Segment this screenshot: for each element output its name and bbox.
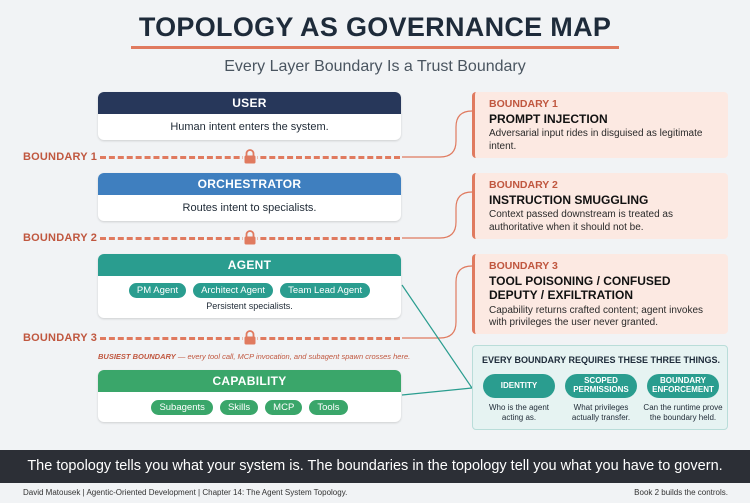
agent-pill-team-lead: Team Lead Agent — [280, 283, 371, 298]
layer-agent: AGENT PM Agent Architect Agent Team Lead… — [98, 254, 401, 318]
boundary-card-2-name: INSTRUCTION SMUGGLING — [489, 193, 649, 207]
requirement-boundary-enforcement-desc: Can the runtime prove the boundary held. — [643, 403, 723, 422]
page-title: TOPOLOGY AS GOVERNANCE MAP — [138, 12, 612, 42]
credit-right: Book 2 builds the controls. — [634, 488, 728, 497]
connector-capability-req — [401, 387, 473, 396]
connector-agent-req — [401, 284, 473, 389]
layer-orchestrator-header: ORCHESTRATOR — [98, 173, 401, 195]
capability-pill-skills: Skills — [219, 400, 259, 415]
requirements-panel: EVERY BOUNDARY REQUIRES THESE THREE THIN… — [472, 345, 728, 430]
layer-agent-header: AGENT — [98, 254, 401, 276]
capability-pill-tools: Tools — [309, 400, 348, 415]
requirement-scoped-permissions: SCOPED PERMISSIONS — [565, 374, 637, 398]
boundary-card-1-num: BOUNDARY 1 — [489, 98, 558, 110]
boundary-card-1-desc: Adversarial input rides in disguised as … — [489, 128, 703, 152]
boundary-card-3-desc: Capability returns crafted content; agen… — [489, 304, 704, 329]
credit-line: David Matousek | Agentic-Oriented Develo… — [23, 488, 348, 497]
lock-icon — [243, 230, 257, 245]
page-subtitle: Every Layer Boundary Is a Trust Boundary — [224, 58, 526, 75]
boundary-card-1: BOUNDARY 1 PROMPT INJECTION Adversarial … — [472, 92, 728, 158]
requirement-scoped-permissions-desc: What privileges actually transfer. — [571, 403, 631, 422]
layer-capability: CAPABILITY Subagents Skills MCP Tools — [98, 370, 401, 422]
connector-boundary-1 — [402, 110, 473, 158]
lock-icon — [243, 330, 257, 345]
agent-pill-architect: Architect Agent — [193, 283, 274, 298]
boundary-card-3-num: BOUNDARY 3 — [489, 260, 558, 272]
boundary-card-3-name: TOOL POISONING / CONFUSED DEPUTY / EXFIL… — [489, 274, 671, 303]
boundary-card-2: BOUNDARY 2 INSTRUCTION SMUGGLING Context… — [472, 173, 728, 239]
boundary-card-1-name: PROMPT INJECTION — [489, 112, 608, 126]
requirement-identity-desc: Who is the agent acting as. — [488, 403, 550, 422]
layer-agent-desc: Persistent specialists. — [206, 301, 293, 311]
layer-user: USER Human intent enters the system. — [98, 92, 401, 140]
capability-pill-mcp: MCP — [265, 400, 303, 415]
busiest-boundary-label: BUSIEST BOUNDARY — [98, 352, 176, 361]
boundary-card-2-num: BOUNDARY 2 — [489, 179, 558, 191]
layer-capability-header: CAPABILITY — [98, 370, 401, 392]
boundary-3-label: BOUNDARY 3 — [23, 332, 98, 344]
layer-agent-pills: PM Agent Architect Agent Team Lead Agent — [98, 276, 401, 298]
boundary-card-3: BOUNDARY 3 TOOL POISONING / CONFUSED DEP… — [472, 254, 728, 334]
busiest-boundary-detail: — every tool call, MCP invocation, and s… — [175, 352, 411, 361]
title-underline — [131, 46, 619, 49]
footer-band — [0, 450, 750, 483]
layer-capability-pills: Subagents Skills MCP Tools — [98, 392, 401, 415]
requirement-identity: IDENTITY — [483, 374, 555, 398]
boundary-card-2-desc: Context passed downstream is treated as … — [489, 209, 673, 233]
footer-tagline: The topology tells you what your system … — [27, 458, 723, 474]
agent-pill-pm: PM Agent — [128, 283, 187, 298]
requirement-boundary-enforcement: BOUNDARY ENFORCEMENT — [647, 374, 719, 398]
capability-pill-subagents: Subagents — [151, 400, 213, 415]
boundary-2-label: BOUNDARY 2 — [23, 232, 98, 244]
layer-user-header: USER — [98, 92, 401, 114]
connector-boundary-3 — [402, 265, 473, 339]
lock-icon — [243, 149, 257, 164]
connector-boundary-2 — [402, 191, 473, 239]
boundary-1-label: BOUNDARY 1 — [23, 151, 98, 163]
requirements-title: EVERY BOUNDARY REQUIRES THESE THREE THIN… — [481, 355, 721, 365]
busiest-boundary-note: BUSIEST BOUNDARY — every tool call, MCP … — [98, 352, 428, 361]
layer-orchestrator-desc: Routes intent to specialists. — [182, 202, 317, 214]
layer-orchestrator: ORCHESTRATOR Routes intent to specialist… — [98, 173, 401, 221]
layer-user-desc: Human intent enters the system. — [170, 121, 329, 133]
